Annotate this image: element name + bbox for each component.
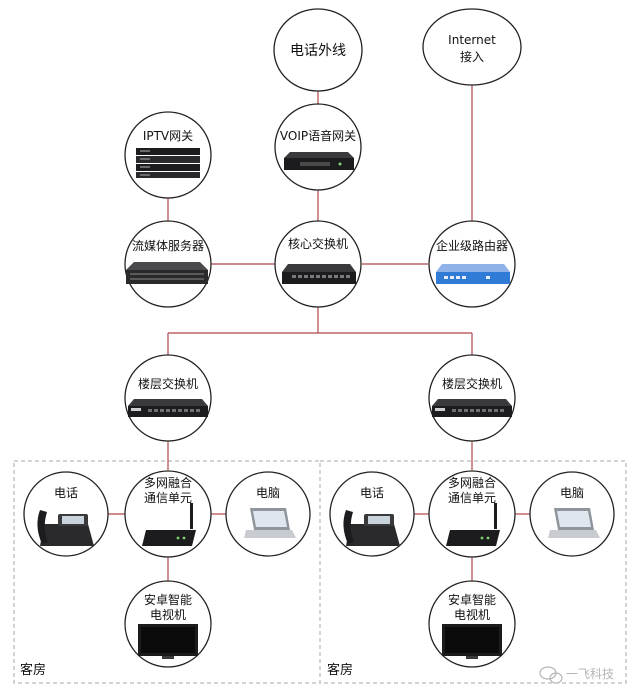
laptop-icon xyxy=(548,508,600,538)
node-tv-left: 安卓智能 电视机 xyxy=(124,580,212,668)
phone-left-label: 电话 xyxy=(54,486,78,500)
core-switch-label: 核心交换机 xyxy=(288,236,348,251)
tv-left-label-line2: 电视机 xyxy=(150,607,186,622)
wechat-icon xyxy=(539,666,563,684)
node-voip-gateway: VOIP语音网关 xyxy=(274,103,362,191)
tv-right-label-line2: 电视机 xyxy=(454,607,490,622)
switch-icon xyxy=(282,264,356,284)
voip-gateway-icon xyxy=(284,152,354,170)
watermark-text: 一飞科技 xyxy=(566,667,614,681)
room-box-right xyxy=(319,460,627,684)
internet-label-line1: Internet xyxy=(448,33,496,47)
node-enterprise-router: 企业级路由器 xyxy=(428,220,516,308)
watermark: 一飞科技 xyxy=(539,666,614,684)
desk-phone-icon xyxy=(343,510,400,546)
node-iptv-gateway: IPTV网关 xyxy=(124,111,212,199)
voip-label: VOIP语音网关 xyxy=(280,128,356,143)
phone-line-label: 电话外线 xyxy=(290,43,346,59)
unit-left-label-line1: 多网融合 xyxy=(144,475,192,490)
tv-right-label-line1: 安卓智能 xyxy=(448,592,496,607)
unit-left-label-line2: 通信单元 xyxy=(144,491,192,505)
iptv-label: IPTV网关 xyxy=(143,129,193,143)
unit-right-label-line2: 通信单元 xyxy=(448,491,496,505)
node-phone-left: 电话 xyxy=(23,471,109,557)
room-right-label: 客房 xyxy=(327,662,353,678)
unit-right-label-line1: 多网融合 xyxy=(448,475,496,490)
node-core-switch: 核心交换机 xyxy=(274,220,362,308)
node-convergence-unit-left: 多网融合 通信单元 xyxy=(124,470,212,558)
switch-icon xyxy=(128,399,208,417)
tv-left-label-line1: 安卓智能 xyxy=(144,592,192,607)
desk-phone-icon xyxy=(37,510,94,546)
router-label: 企业级路由器 xyxy=(436,238,508,253)
links xyxy=(108,85,530,583)
router-icon xyxy=(436,264,510,284)
node-internet: Internet 接入 xyxy=(422,8,522,86)
pc-left-label: 电脑 xyxy=(256,486,280,500)
rack-device-icon xyxy=(136,148,200,178)
tv-icon xyxy=(442,624,502,659)
server-icon xyxy=(126,262,208,284)
node-tv-right: 安卓智能 电视机 xyxy=(428,580,516,668)
node-pc-right: 电脑 xyxy=(529,471,615,557)
node-floor-switch-right: 楼层交换机 xyxy=(428,354,516,442)
tv-icon xyxy=(138,624,198,659)
node-phone-line: 电话外线 xyxy=(273,8,363,92)
phone-right-label: 电话 xyxy=(360,486,384,500)
wifi-router-icon xyxy=(446,503,500,546)
node-convergence-unit-right: 多网融合 通信单元 xyxy=(428,470,516,558)
room-left-label: 客房 xyxy=(20,662,46,678)
internet-label-line2: 接入 xyxy=(460,49,484,64)
floor-switch-right-label: 楼层交换机 xyxy=(442,376,502,391)
streaming-label: 流媒体服务器 xyxy=(132,238,204,253)
floor-switch-left-label: 楼层交换机 xyxy=(138,376,198,391)
switch-icon xyxy=(432,399,512,417)
node-floor-switch-left: 楼层交换机 xyxy=(124,354,212,442)
node-phone-right: 电话 xyxy=(329,471,415,557)
node-pc-left: 电脑 xyxy=(225,471,311,557)
pc-right-label: 电脑 xyxy=(560,486,584,500)
laptop-icon xyxy=(244,508,296,538)
node-streaming-server: 流媒体服务器 xyxy=(124,220,212,308)
wifi-router-icon xyxy=(142,503,196,546)
